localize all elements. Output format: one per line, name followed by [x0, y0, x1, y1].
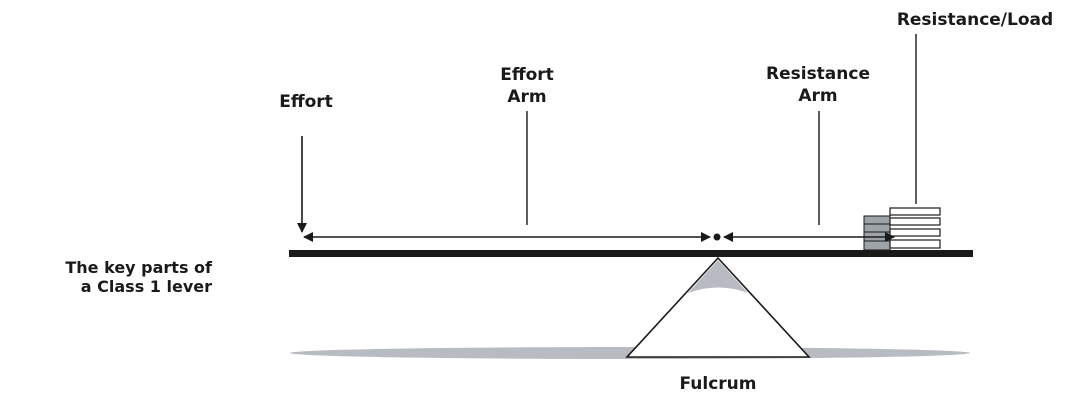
effort-label: Effort	[279, 92, 333, 112]
fulcrum-shade	[688, 260, 748, 293]
load-block	[889, 239, 941, 249]
lever-beam	[289, 250, 973, 257]
pivot-point	[713, 233, 721, 241]
caption-line-1: The key parts of	[65, 258, 212, 277]
caption-line-2: a Class 1 lever	[80, 277, 212, 296]
load-block	[889, 207, 941, 216]
load-block	[889, 228, 941, 237]
fulcrum	[625, 256, 811, 358]
resistance-arm-label-line2: Arm	[798, 86, 837, 106]
effort-arm-label-line2: Arm	[507, 87, 546, 107]
resistance-arm-label-line1: Resistance	[766, 64, 870, 84]
load-block	[889, 217, 941, 226]
diagram-caption: The key parts of a Class 1 lever	[0, 258, 212, 296]
effort-arm-label-line1: Effort	[500, 65, 554, 85]
resistance-load-label: Resistance/Load	[897, 10, 1053, 30]
load-stack	[863, 207, 941, 251]
fulcrum-label: Fulcrum	[680, 374, 757, 394]
